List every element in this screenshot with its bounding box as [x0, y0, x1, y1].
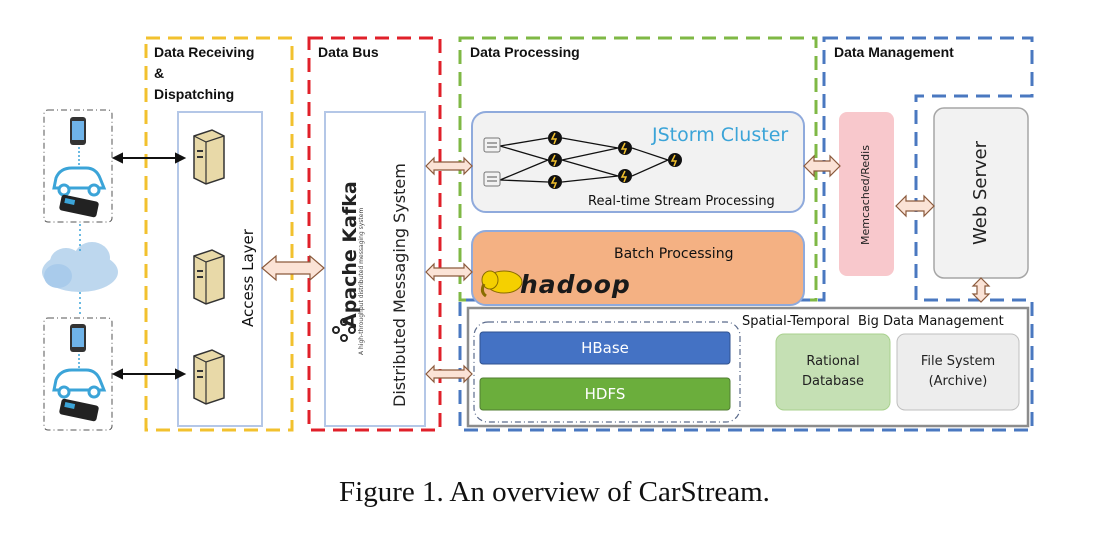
access-layer-label: Access Layer — [239, 229, 257, 327]
server-icon — [193, 249, 225, 305]
filesystem-label-line1: File System — [920, 354, 996, 369]
filesystem-box — [896, 333, 1020, 411]
server-icon — [193, 129, 225, 185]
kafka-jstorm-arrow — [425, 156, 473, 176]
hbase-label: HBase — [581, 339, 629, 357]
device-arrow-top — [111, 152, 187, 164]
kafka-tagline: A high-throughput distributed messaging … — [358, 207, 365, 355]
webserver-label: Web Server — [970, 141, 991, 245]
kafka-storage-arrow — [425, 364, 473, 384]
receiving-title-line2: & — [154, 65, 165, 81]
rational-db-box — [775, 333, 891, 411]
hadoop-elephant-icon — [480, 270, 523, 298]
storage-box — [466, 306, 1030, 428]
rational-db-label: Rational Database — [776, 334, 890, 410]
memcached-webserver-arrow — [895, 194, 935, 218]
spout-icon — [483, 137, 501, 153]
phone-icon — [70, 324, 86, 352]
obd-dongle-icon — [59, 194, 99, 218]
car-icon — [52, 368, 107, 399]
hadoop-logo-text: hadoop — [520, 270, 631, 299]
bolt-node — [548, 131, 562, 145]
kafka-box — [324, 111, 426, 427]
jstorm-topology — [499, 137, 669, 183]
bolt-node — [618, 141, 632, 155]
device-arrow-bottom — [111, 368, 187, 380]
phone-icon — [70, 117, 86, 145]
jstorm-label: JStorm Cluster — [652, 124, 789, 146]
jstorm-memcached-arrow — [803, 154, 841, 178]
figure-caption: Figure 1. An overview of CarStream. — [339, 476, 770, 508]
obd-dongle-icon — [59, 398, 99, 422]
receiving-title: Data Receiving & Dispatching — [154, 42, 254, 105]
cloud-icon — [42, 242, 118, 292]
receiving-title-line1: Data Receiving — [154, 44, 255, 60]
hdfs-label: HDFS — [584, 385, 626, 403]
bus-zone-border — [307, 36, 442, 432]
bolt-node — [548, 175, 562, 189]
stream-label: Real-time Stream Processing — [588, 194, 775, 209]
processing-title: Data Processing — [470, 44, 580, 60]
bus-title: Data Bus — [318, 44, 379, 60]
hadoop-storage-group — [473, 321, 741, 423]
messaging-label: Distributed Messaging System — [390, 163, 409, 407]
kafka-batch-arrow — [425, 262, 473, 282]
batch-box — [471, 230, 805, 306]
rational-db-label-line1: Rational — [806, 354, 860, 369]
bolt-node — [548, 153, 562, 167]
spout-icon — [483, 171, 501, 187]
receiving-title-line3: Dispatching — [154, 86, 235, 102]
hdfs-box — [479, 377, 731, 411]
bolt-node — [668, 153, 682, 167]
batch-label: Batch Processing — [614, 246, 734, 262]
memcached-label: Memcached/Redis — [859, 145, 872, 245]
server-icon — [193, 349, 225, 405]
rational-db-label-line2: Database — [801, 374, 865, 389]
webserver-storage-arrow — [971, 277, 991, 303]
filesystem-label-line2: (Archive) — [928, 374, 988, 389]
hbase-box — [479, 331, 731, 365]
receiving-zone-border — [144, 36, 294, 432]
storage-title: Spatial-Temporal Big Data Management — [742, 314, 1004, 329]
management-title: Data Management — [834, 44, 954, 60]
memcached-box — [839, 112, 894, 276]
bolt-node — [618, 169, 632, 183]
filesystem-label: File System (Archive) — [897, 334, 1019, 410]
kafka-logo-icon — [332, 318, 356, 342]
access-kafka-arrow — [261, 254, 325, 282]
